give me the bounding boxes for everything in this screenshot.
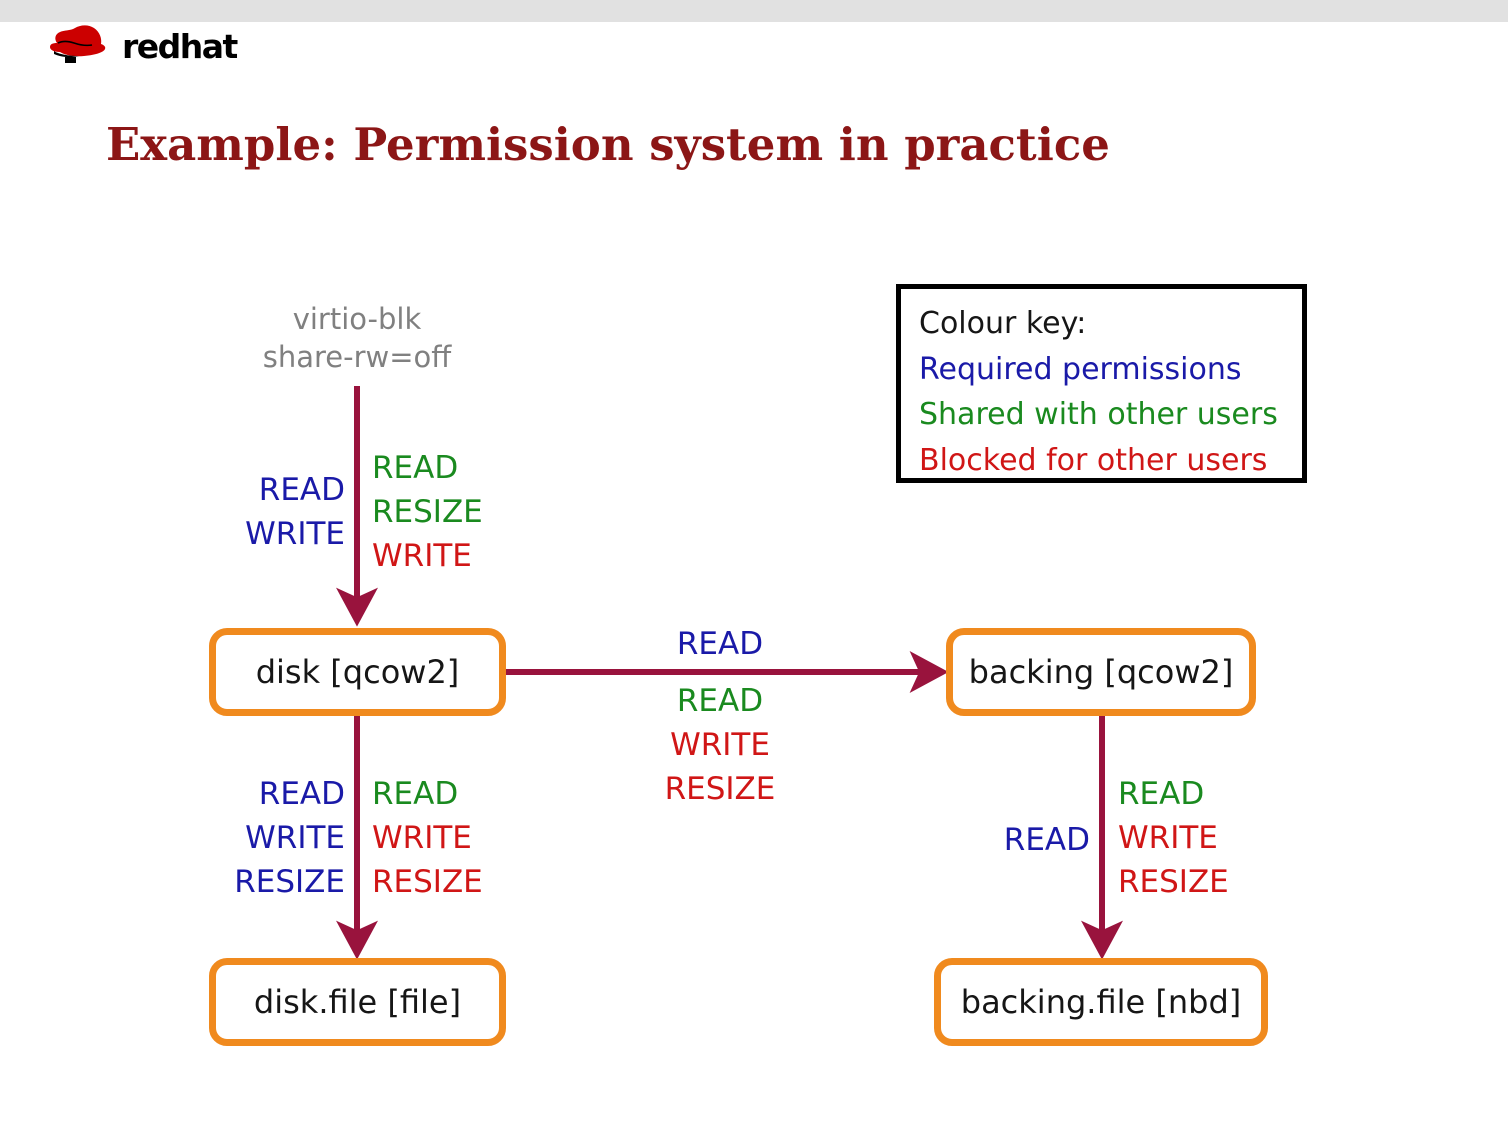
- source-label-line2: share-rw=off: [262, 340, 452, 375]
- node-backing-file-label: backing.file [nbd]: [960, 983, 1242, 1021]
- wordmark-red: red: [122, 27, 181, 66]
- perm-shared-read: READ: [372, 450, 459, 486]
- perm-blocked-resize: RESIZE: [372, 864, 483, 901]
- redhat-fedora-icon: [50, 25, 106, 63]
- page-title: Example: Permission system in practice: [106, 118, 1110, 171]
- colour-key-box: Colour key: Required permissions Shared …: [896, 284, 1307, 483]
- node-disk-label: disk [qcow2]: [255, 653, 460, 691]
- node-backing[interactable]: backing [qcow2]: [946, 628, 1256, 716]
- colour-key-shared: Shared with other users: [919, 397, 1278, 433]
- perm-shared-read: READ: [676, 683, 764, 719]
- edge-label-virtio-to-disk-shared-blocked: READ RESIZE WRITE: [372, 446, 572, 578]
- perm-required-resize: RESIZE: [234, 864, 345, 901]
- colour-key-title: Colour key:: [919, 306, 1087, 341]
- perm-shared-read: READ: [372, 776, 459, 812]
- edge-label-disk-to-diskfile-required: READ WRITE RESIZE: [175, 772, 345, 904]
- redhat-logo: redhat: [48, 22, 248, 68]
- source-label-line1: virtio-blk: [292, 302, 422, 336]
- node-backing-label: backing [qcow2]: [968, 653, 1234, 691]
- node-disk-file-label: disk.file [file]: [253, 983, 462, 1021]
- edge-label-disk-to-diskfile-shared-blocked: READ WRITE RESIZE: [372, 772, 572, 904]
- colour-key-blocked: Blocked for other users: [919, 442, 1268, 478]
- perm-required-read: READ: [1003, 822, 1090, 858]
- perm-required-read: READ: [258, 472, 345, 508]
- perm-required-read: READ: [676, 626, 764, 662]
- node-disk[interactable]: disk [qcow2]: [209, 628, 506, 716]
- colour-key-required: Required permissions: [919, 351, 1242, 387]
- node-disk-file[interactable]: disk.file [file]: [209, 958, 506, 1046]
- top-grey-band: [0, 0, 1508, 22]
- perm-shared-resize: RESIZE: [372, 494, 483, 531]
- perm-blocked-write: WRITE: [372, 820, 472, 857]
- perm-required-write: WRITE: [245, 820, 345, 857]
- perm-blocked-write: WRITE: [1118, 820, 1218, 857]
- perm-blocked-write: WRITE: [670, 727, 770, 764]
- redhat-wordmark: redhat: [122, 27, 239, 66]
- edge-label-disk-to-backing-shared-blocked: READ WRITE RESIZE: [610, 679, 830, 811]
- source-label-virtio-blk: virtio-blk share-rw=off: [222, 300, 492, 377]
- edge-label-backing-to-backingfile-required: READ: [920, 818, 1090, 862]
- perm-required-write: WRITE: [245, 516, 345, 553]
- edge-label-disk-to-backing-required: READ: [610, 622, 830, 666]
- perm-blocked-resize: RESIZE: [1118, 864, 1229, 901]
- edge-label-backing-to-backingfile-shared-blocked: READ WRITE RESIZE: [1118, 772, 1318, 904]
- edge-label-virtio-to-disk-required: READ WRITE: [185, 468, 345, 556]
- wordmark-hat: hat: [179, 27, 239, 66]
- perm-blocked-resize: RESIZE: [664, 771, 776, 808]
- node-backing-file[interactable]: backing.file [nbd]: [934, 958, 1268, 1046]
- perm-required-read: READ: [258, 776, 345, 812]
- perm-shared-read: READ: [1118, 776, 1205, 812]
- perm-blocked-write: WRITE: [372, 538, 472, 575]
